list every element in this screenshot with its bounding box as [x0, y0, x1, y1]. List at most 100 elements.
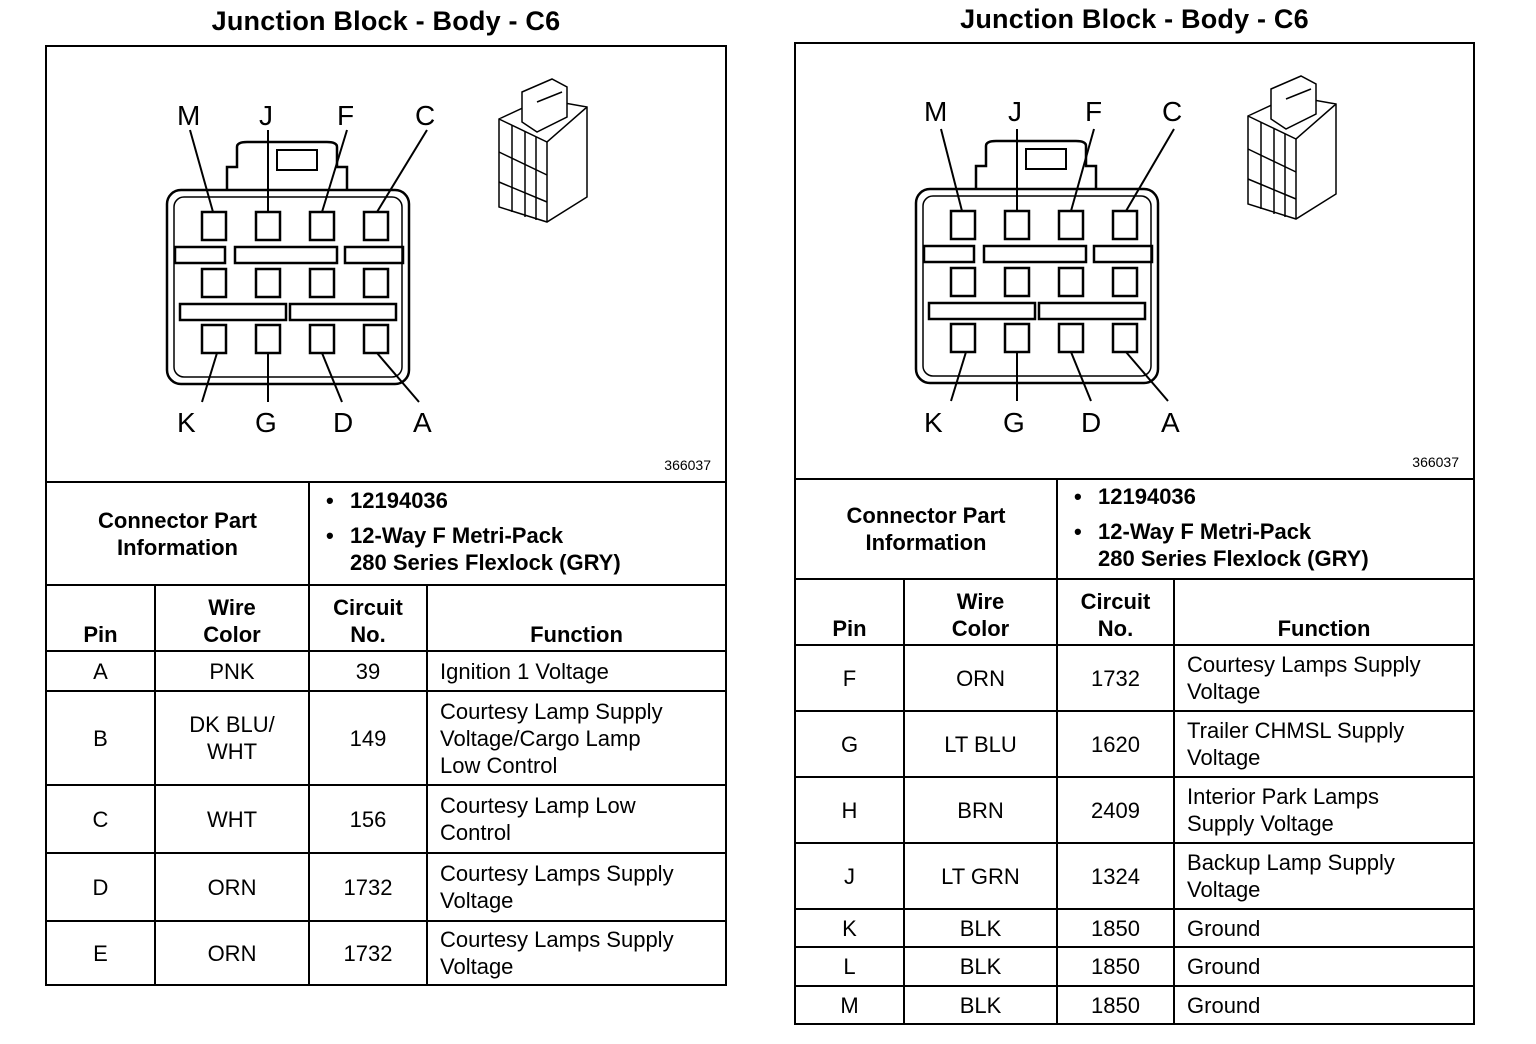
- pin-cavity-a: [362, 323, 390, 355]
- pin-label-c: C: [1162, 96, 1182, 127]
- pin-label-j: J: [1008, 96, 1022, 127]
- connector-info-row: Connector Part Information 12194036 12-W…: [793, 478, 1475, 580]
- circuit-number-cell: 1324: [1056, 842, 1176, 910]
- pin-label-g: G: [1003, 407, 1025, 438]
- pin-cell: H: [794, 776, 905, 844]
- wire-color-cell: LT GRN: [902, 842, 1059, 910]
- pin-cavity-k: [949, 322, 977, 354]
- pin-cell: C: [45, 784, 156, 854]
- circuit-number-cell: 1732: [308, 920, 429, 986]
- circuit-number-cell: 1732: [308, 852, 429, 922]
- pin-cell: K: [794, 908, 905, 948]
- pin-cavity-l: [200, 267, 228, 299]
- pin-cell: A: [45, 650, 156, 692]
- connector-latch: [225, 140, 349, 190]
- pin-cavity-b: [1111, 266, 1139, 298]
- pin-label-a: A: [1161, 407, 1180, 438]
- connector-latch: [974, 139, 1098, 189]
- pin-label-j: J: [259, 100, 273, 131]
- wire-color-cell: WHT: [153, 784, 311, 854]
- pin-cell: G: [794, 710, 905, 778]
- pinout-table: Connector Part Information 12194036 12-W…: [44, 481, 727, 986]
- wire-color-cell: ORN: [153, 852, 311, 922]
- function-cell: Ground: [1173, 908, 1475, 948]
- wire-color-cell: ORN: [153, 920, 311, 986]
- pin-cavity-d: [308, 323, 336, 355]
- wire-color-cell: LT BLU: [902, 710, 1059, 778]
- wire-color-cell: BLK: [902, 908, 1059, 948]
- header-function: Function: [426, 584, 727, 652]
- pinout-table: Connector Part Information 12194036 12-W…: [793, 478, 1475, 1025]
- function-cell: Ground: [1173, 946, 1475, 987]
- pin-cavity-g: [1003, 322, 1031, 354]
- figure-number: 366037: [1412, 454, 1459, 470]
- connector-diagram: M J F C K G D A 366037: [794, 42, 1475, 480]
- part-number: 12194036: [1074, 483, 1473, 510]
- pin-label-d: D: [333, 407, 353, 438]
- pin-label-m: M: [177, 100, 200, 131]
- pin-cavity-j: [1003, 209, 1031, 241]
- pin-cell: J: [794, 842, 905, 910]
- part-number: 12194036: [326, 487, 725, 514]
- pin-cavity-m: [949, 209, 977, 241]
- pin-cell: F: [794, 644, 905, 712]
- header-pin: Pin: [794, 578, 905, 646]
- connector-housing: [165, 188, 411, 386]
- pin-cavity-d: [1057, 322, 1085, 354]
- pin-label-f: F: [1085, 96, 1102, 127]
- connector-diagram: M J F C K G D A 366037: [45, 45, 727, 482]
- pin-cell: B: [45, 690, 156, 786]
- connector-3d-icon: [498, 78, 588, 223]
- connector-description: 12-Way F Metri-Pack 280 Series Flexlock …: [326, 522, 725, 576]
- pin-cavity-m: [200, 210, 228, 242]
- circuit-number-cell: 1732: [1056, 644, 1176, 712]
- pin-label-c: C: [415, 100, 435, 131]
- pin-cavity-k: [200, 323, 228, 355]
- connector-3d-icon: [1247, 75, 1337, 220]
- pin-cell: L: [794, 946, 905, 987]
- pin-cavity-j: [254, 210, 282, 242]
- pin-cell: M: [794, 985, 905, 1025]
- connector-housing: [914, 187, 1160, 385]
- function-cell: Ignition 1 Voltage: [426, 650, 727, 692]
- pin-cavity-e: [308, 267, 336, 299]
- pin-label-g: G: [255, 407, 277, 438]
- pin-label-m: M: [924, 96, 947, 127]
- pin-cavity-b: [362, 267, 390, 299]
- wire-color-cell: ORN: [902, 644, 1059, 712]
- wire-color-cell: BRN: [902, 776, 1059, 844]
- pin-cavity-l: [949, 266, 977, 298]
- pin-cavity-f: [1057, 209, 1085, 241]
- pin-cell: E: [45, 920, 156, 986]
- circuit-number-cell: 1850: [1056, 985, 1176, 1025]
- wire-color-cell: PNK: [153, 650, 311, 692]
- connector-description: 12-Way F Metri-Pack 280 Series Flexlock …: [1074, 518, 1473, 572]
- wire-color-cell: BLK: [902, 985, 1059, 1025]
- pin-cavity-f: [308, 210, 336, 242]
- pin-label-a: A: [413, 407, 432, 438]
- circuit-number-cell: 2409: [1056, 776, 1176, 844]
- connector-info-label: Connector Part Information: [44, 481, 311, 586]
- connector-face-drawing: M J F C K G D A: [914, 75, 1337, 438]
- function-cell: Ground: [1173, 985, 1475, 1025]
